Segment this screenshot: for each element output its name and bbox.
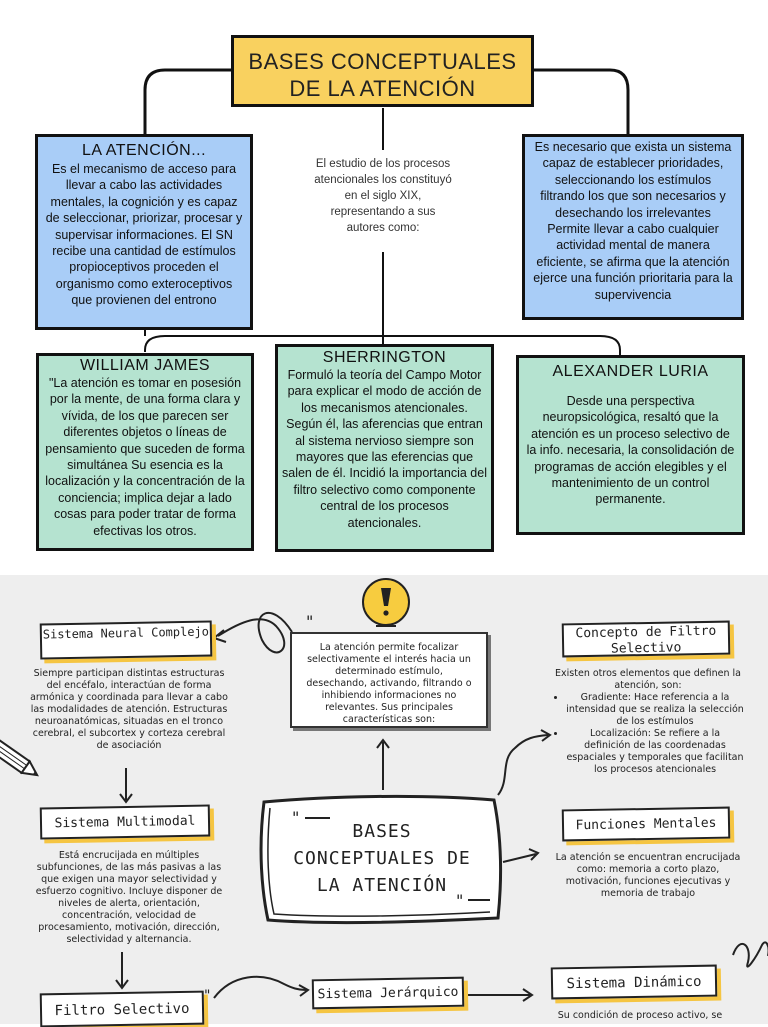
author-name-luria: ALEXANDER LURIA [552, 363, 709, 380]
concepto-filtro-list: Gradiente: Hace referencia a la intensid… [552, 692, 744, 776]
main-title: BASES CONCEPTUALES DE LA ATENCIÓN [248, 49, 517, 101]
text-sistema-multimodal: Está encrucijada en múltiples subfuncion… [35, 850, 223, 945]
prioritization-box: Es necesario que exista un sistema capaz… [522, 134, 744, 320]
intro-note-box: La atención permite focalizar selectivam… [290, 632, 488, 728]
svg-text:": " [292, 808, 299, 827]
tag-filtro-selectivo: Filtro Selectivo [39, 990, 205, 1027]
tag-sistema-multimodal: Sistema Multimodal [39, 804, 211, 840]
tag-sistema-dinamico: Sistema Dinámico [550, 964, 718, 1000]
concepto-filtro-intro: Existen otros elementos que definen la a… [555, 668, 741, 691]
center-title: BASES CONCEPTUALES DE LA ATENCIÓN [293, 821, 471, 896]
atencion-heading: LA ATENCIÓN... [81, 142, 207, 159]
concepto-filtro-bullet-gradiente: Gradiente: Hace referencia a la intensid… [566, 692, 744, 728]
prioritization-text-1: Es necesario que exista un sistema capaz… [534, 140, 732, 220]
intro-note-text: La atención permite focalizar selectivam… [306, 642, 472, 725]
historical-note: El estudio de los procesos atencionales … [314, 158, 452, 234]
text-sistema-neural: Siempre participan distintas estructuras… [30, 668, 228, 751]
author-card-sherrington: SHERRINGTON Formuló la teoría del Campo … [275, 344, 494, 552]
svg-text:": " [456, 891, 463, 910]
author-text-james: "La atención es tomar en posesión por la… [45, 376, 245, 538]
tag-concepto-filtro: Concepto de Filtro Selectivo [561, 620, 731, 658]
author-name-james: WILLIAM JAMES [79, 357, 211, 374]
tag-sistema-jerarquico: Sistema Jerárquico [311, 976, 465, 1010]
atencion-definition-box: LA ATENCIÓN... Es el mecanismo de acceso… [35, 134, 253, 330]
pencil-icon [0, 733, 39, 777]
connector-lines-top [143, 68, 630, 357]
author-text-luria: Desde una perspectiva neuropsicológica, … [526, 394, 735, 507]
lightbulb-icon [362, 578, 410, 627]
author-card-james: WILLIAM JAMES "La atención es tomar en p… [36, 353, 254, 551]
svg-text:": " [306, 612, 313, 631]
author-name-sherrington: SHERRINGTON [322, 349, 447, 366]
tag-sistema-neural: Sistema Neural Complejo [39, 620, 213, 660]
text-funciones-mentales: La atención se encuentran encrucijada co… [555, 852, 741, 899]
tag-funciones-mentales: Funciones Mentales [561, 806, 731, 842]
svg-text:": " [204, 988, 210, 1004]
text-sistema-dinamico: Su condición de proceso activo, se [557, 1010, 723, 1021]
author-card-luria: ALEXANDER LURIA Desde una perspectiva ne… [516, 355, 745, 535]
atencion-definition-text: Es el mecanismo de acceso para llevar a … [45, 162, 243, 308]
concepto-filtro-bullet-localizacion: Localización: Se refiere a la definición… [566, 728, 744, 776]
author-text-sherrington: Formuló la teoría del Campo Motor para e… [282, 368, 487, 530]
text-concepto-filtro: Existen otros elementos que definen la a… [552, 668, 744, 776]
main-title-box: BASES CONCEPTUALES DE LA ATENCIÓN [231, 35, 534, 107]
prioritization-text-2: Permite llevar a cabo cualquier activida… [533, 222, 733, 302]
